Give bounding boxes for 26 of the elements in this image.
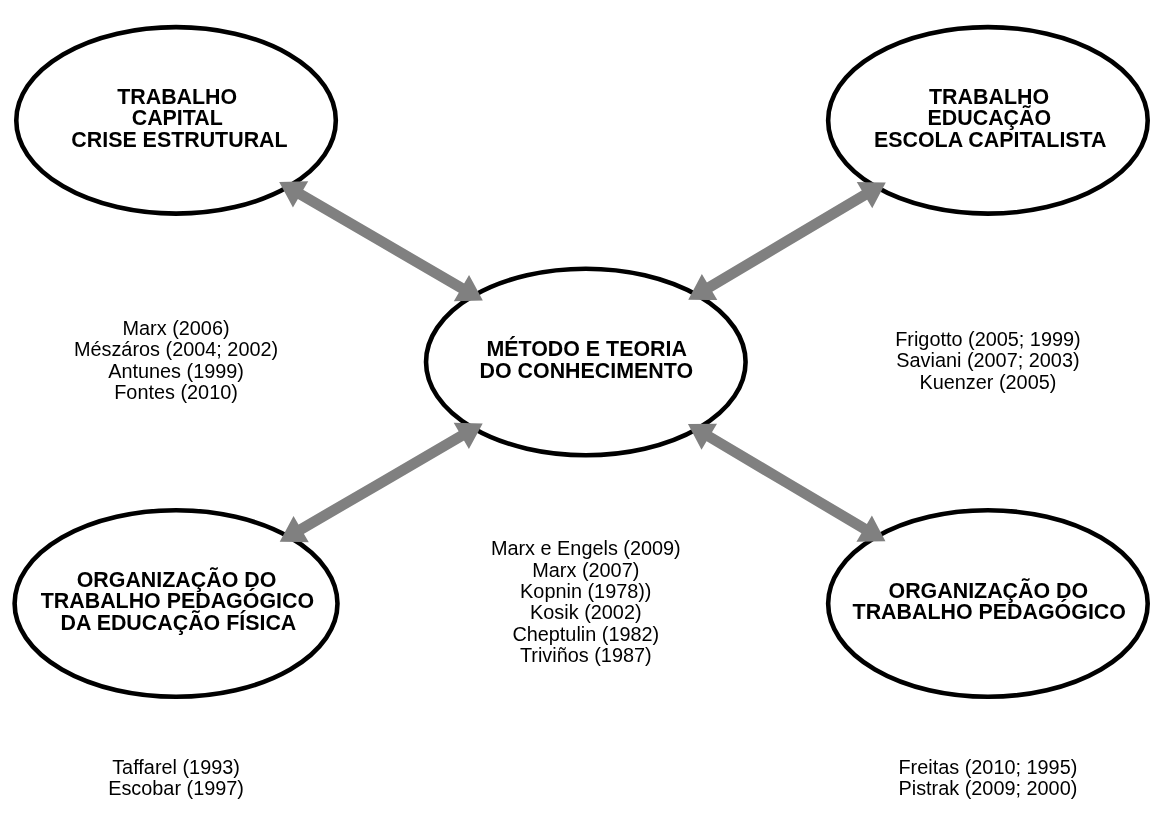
arrow [279, 422, 483, 543]
node-label: Kopnin (1978)) [520, 580, 652, 603]
node-label: Pistrak (2009; 2000) [898, 777, 1078, 800]
node-label: Antunes (1999) [108, 359, 244, 382]
arrow [688, 182, 886, 301]
node-label: Cheptulin (1982) [512, 622, 660, 645]
node-label: Fontes (2010) [114, 381, 238, 404]
node-ellipse: ORGANIZAÇÃO DO TRABALHO PEDAGÓGICO DA EDUCAÇÃO FÍSICA [12, 507, 340, 700]
node-label: Saviani (2007; 2003) [896, 349, 1080, 372]
node-ellipse: TRABALHO EDUCAÇÃO ESCOLA CAPITALISTA [825, 24, 1150, 216]
node-ellipse: ORGANIZAÇÃO DO TRABALHO PEDAGÓGICO [825, 507, 1150, 700]
node-label: Frigotto (2005; 1999) [895, 327, 1081, 350]
node-ellipse: MÉTODO E TEORIA DO CONHECIMENTO [423, 266, 748, 458]
node-ellipse: TRABALHO CAPITAL CRISE ESTRUTURAL [13, 24, 339, 216]
arrow [279, 181, 483, 302]
node-label: Marx e Engels (2009) [490, 537, 681, 560]
node-label: Marx (2007) [532, 558, 640, 581]
node-label: Escobar (1997) [108, 777, 244, 800]
node-label: Kosik (2002) [530, 601, 642, 624]
node-label: Triviños (1987) [519, 644, 652, 667]
node-label: Kuenzer (2005) [919, 370, 1057, 393]
node-label: Taffarel (1993) [112, 755, 240, 778]
node-label: Freitas (2010; 1995) [898, 755, 1078, 778]
arrow [687, 423, 886, 542]
node-label: Marx (2006) [122, 317, 230, 340]
node-label: Mészáros (2004; 2002) [73, 338, 279, 361]
